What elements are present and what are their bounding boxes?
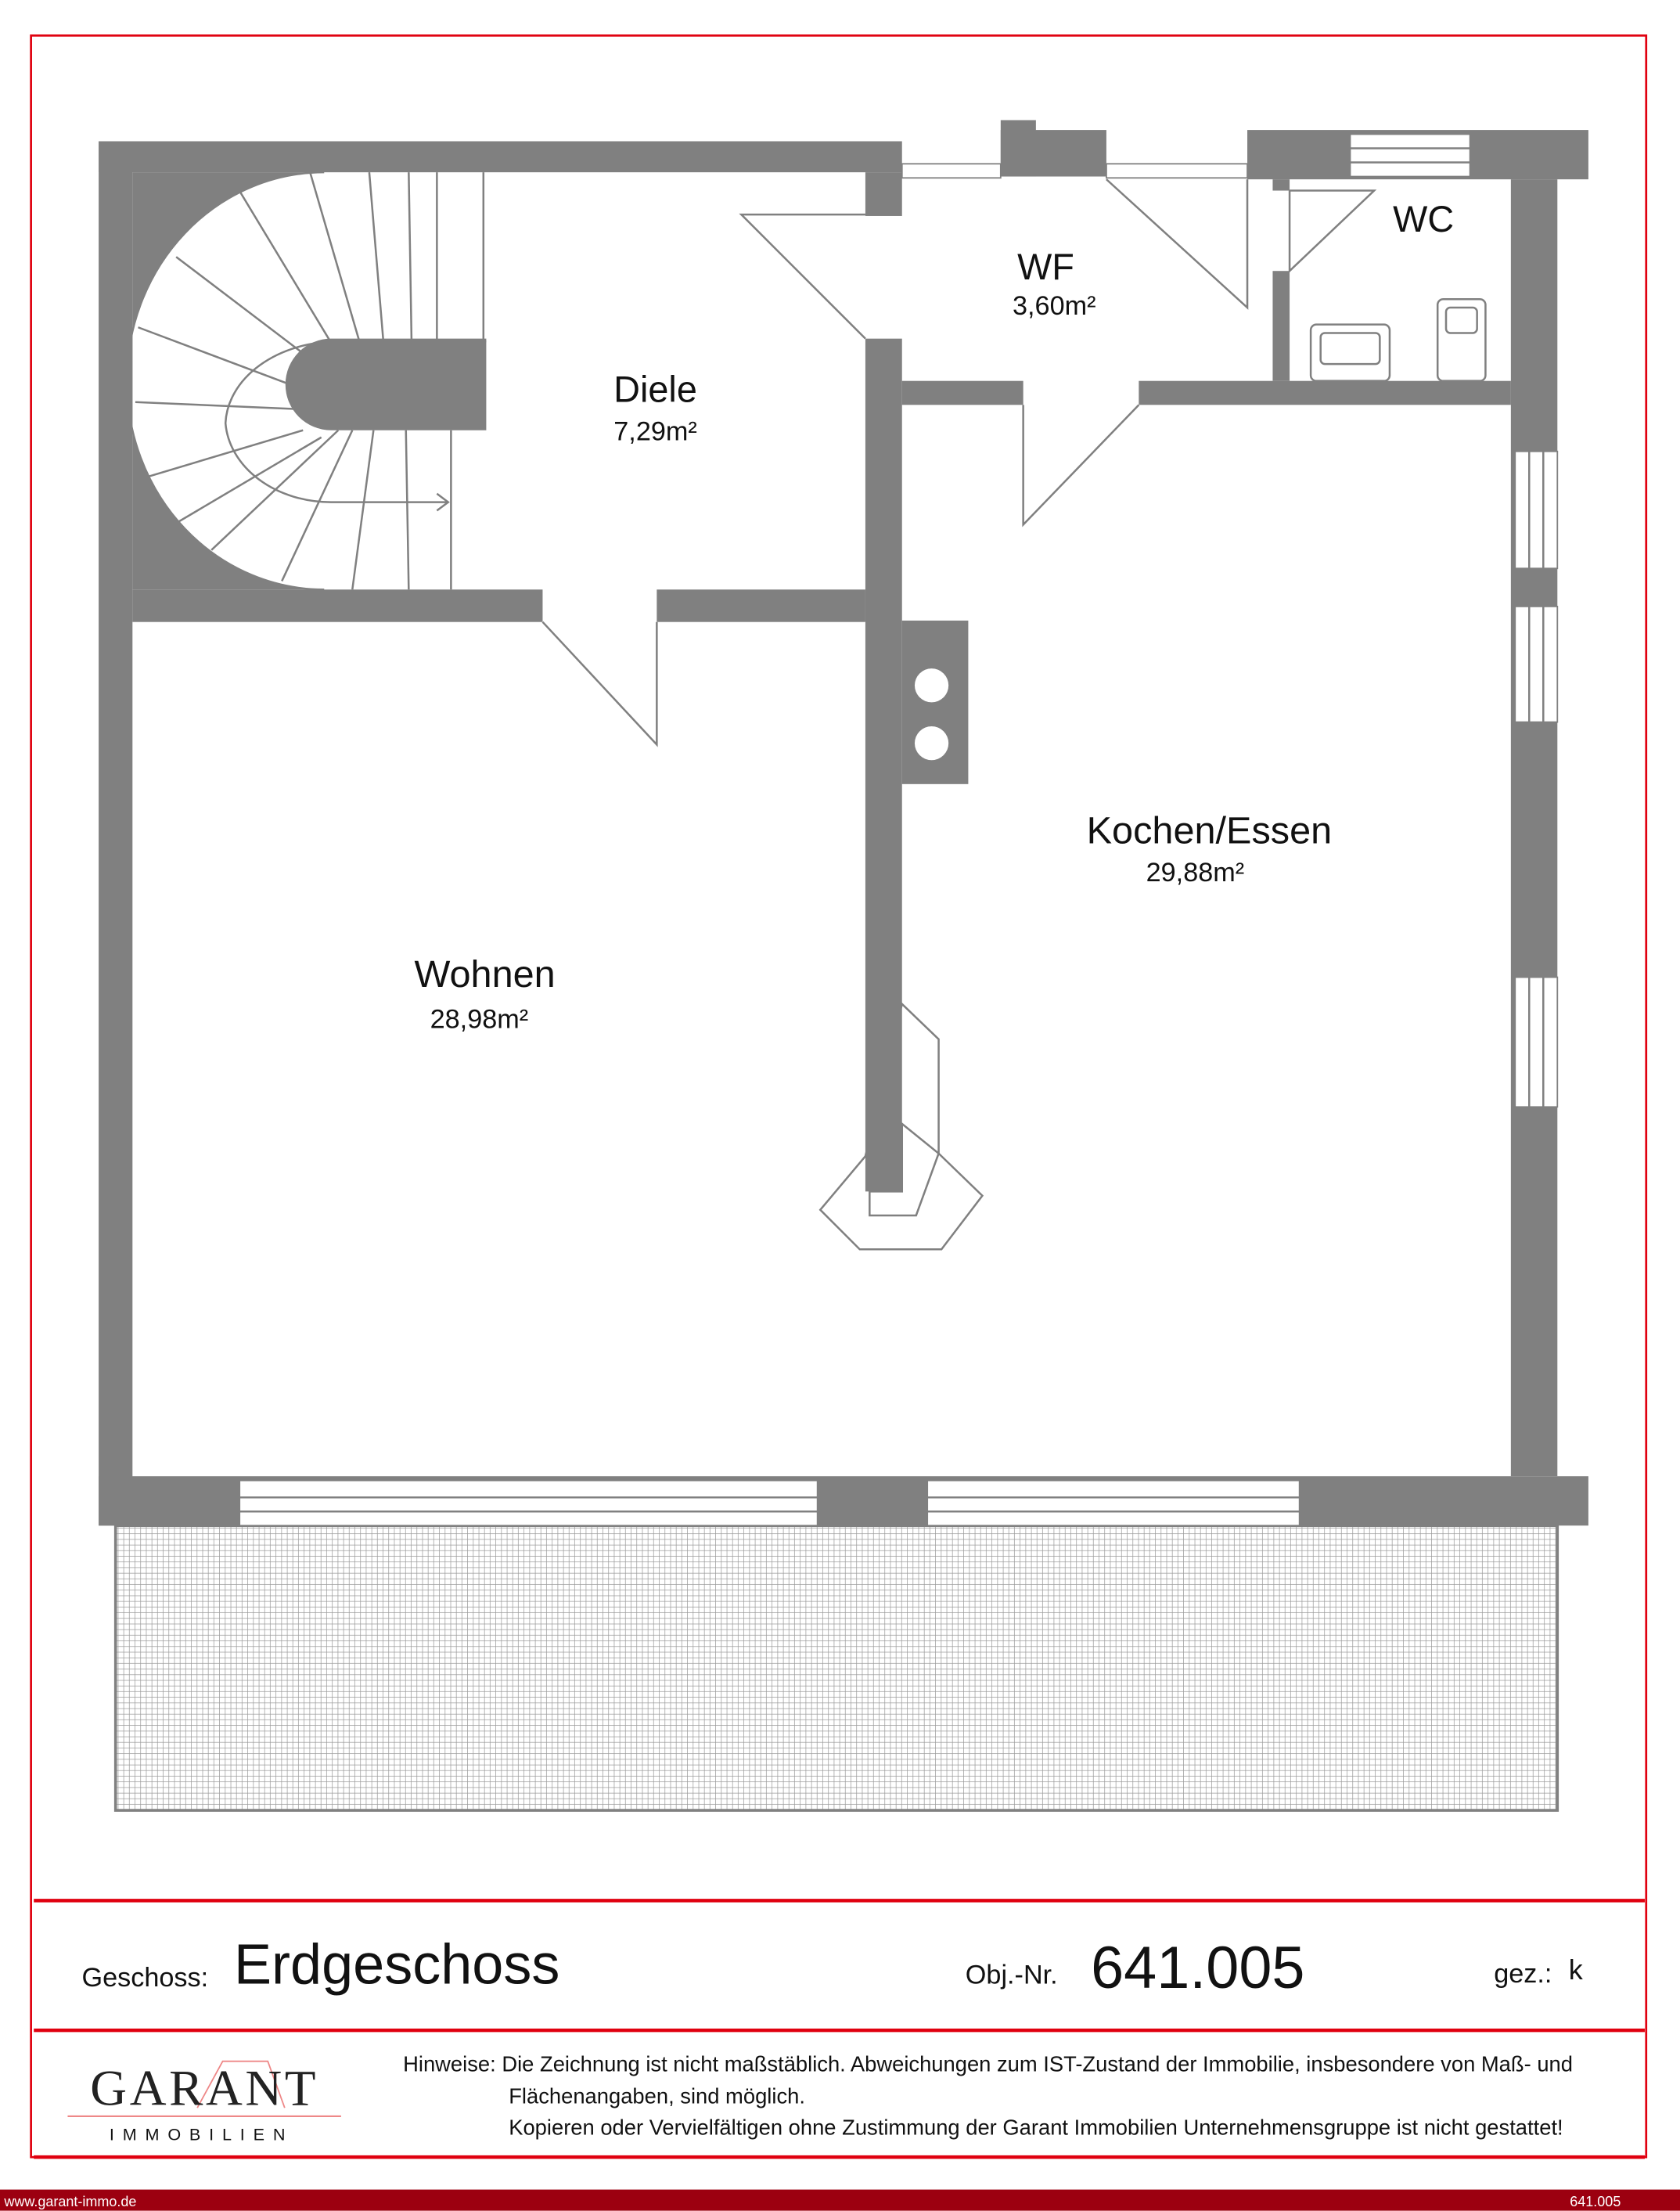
object-label: Obj.-Nr.	[966, 1961, 1058, 1990]
room-name-wohnen: Wohnen	[414, 953, 555, 996]
drawn-by-label: gez.:	[1494, 1959, 1552, 1989]
sheet-border	[30, 34, 1648, 2159]
floor-plan: Diele 7,29m² WF 3,60m² WC Kochen/Essen 2…	[99, 120, 1588, 1812]
room-area-wf: 3,60m²	[1013, 291, 1096, 321]
disclaimer-line-3: Kopieren oder Vervielfältigen ohne Zusti…	[509, 2115, 1563, 2139]
room-name-wf: WF	[1017, 247, 1074, 287]
footer-bar	[0, 2189, 1680, 2211]
floor-value: Erdgeschoss	[234, 1934, 559, 1997]
room-name-diele: Diele	[613, 369, 697, 410]
logo-name: GARANT	[90, 2061, 318, 2117]
door-swings	[541, 178, 1377, 747]
staircase	[125, 171, 487, 591]
disclaimer-line-1: Hinweise: Die Zeichnung ist nicht maßstä…	[403, 2051, 1573, 2076]
footer-object-number: 641.005	[1570, 2194, 1621, 2209]
title-block: Geschoss: Erdgeschoss Obj.-Nr. 641.005 g…	[81, 1934, 1583, 2001]
garant-logo: GARANT IMMOBILIEN	[67, 2061, 341, 2144]
flue-icon	[914, 668, 949, 703]
room-area-kochen-essen: 29,88m²	[1146, 858, 1245, 888]
logo-subtitle: IMMOBILIEN	[110, 2125, 293, 2144]
footer-website-link[interactable]: www.garant-immo.de	[3, 2194, 136, 2209]
flue-icon	[914, 726, 949, 761]
bathroom-fixtures	[1309, 297, 1487, 382]
disclaimer-line-2: Flächenangaben, sind möglich.	[509, 2084, 805, 2108]
drawn-by-value: k	[1569, 1954, 1584, 1986]
floor-label: Geschoss:	[81, 1963, 208, 1993]
fireplace	[818, 1002, 984, 1251]
room-area-diele: 7,29m²	[613, 416, 697, 446]
room-area-wohnen: 28,98m²	[430, 1004, 529, 1034]
disclaimer: Hinweise: Die Zeichnung ist nicht maßstä…	[403, 2051, 1573, 2139]
room-name-wc: WC	[1393, 199, 1454, 239]
terrace	[113, 1524, 1559, 1812]
object-value: 641.005	[1091, 1936, 1304, 2001]
room-name-kochen-essen: Kochen/Essen	[1087, 809, 1333, 852]
